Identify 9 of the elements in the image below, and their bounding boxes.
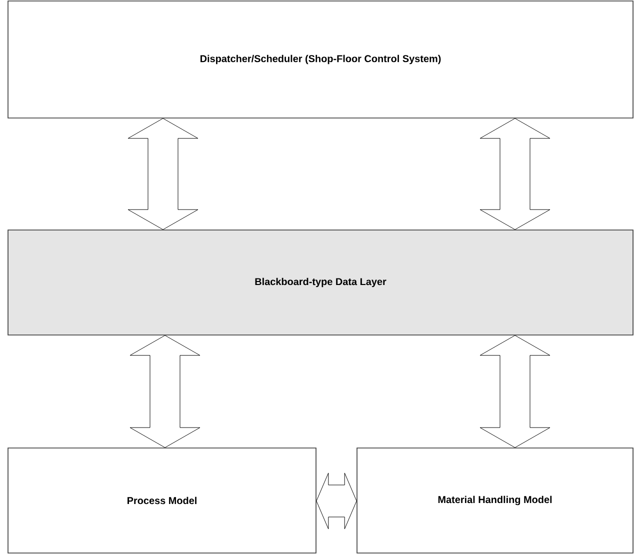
- double-arrow: [480, 118, 550, 230]
- data-layer-band: Blackboard-type Data Layer: [8, 230, 634, 336]
- double-arrow: [130, 335, 200, 448]
- model-box: Material Handling Model: [356, 448, 634, 554]
- double-arrow: [480, 335, 550, 448]
- model-box: Process Model: [8, 448, 316, 554]
- system-box: Dispatcher/Scheduler (Shop-Floor Control System): [8, 0, 634, 118]
- double-arrow: [316, 472, 357, 530]
- double-arrow: [128, 118, 198, 230]
